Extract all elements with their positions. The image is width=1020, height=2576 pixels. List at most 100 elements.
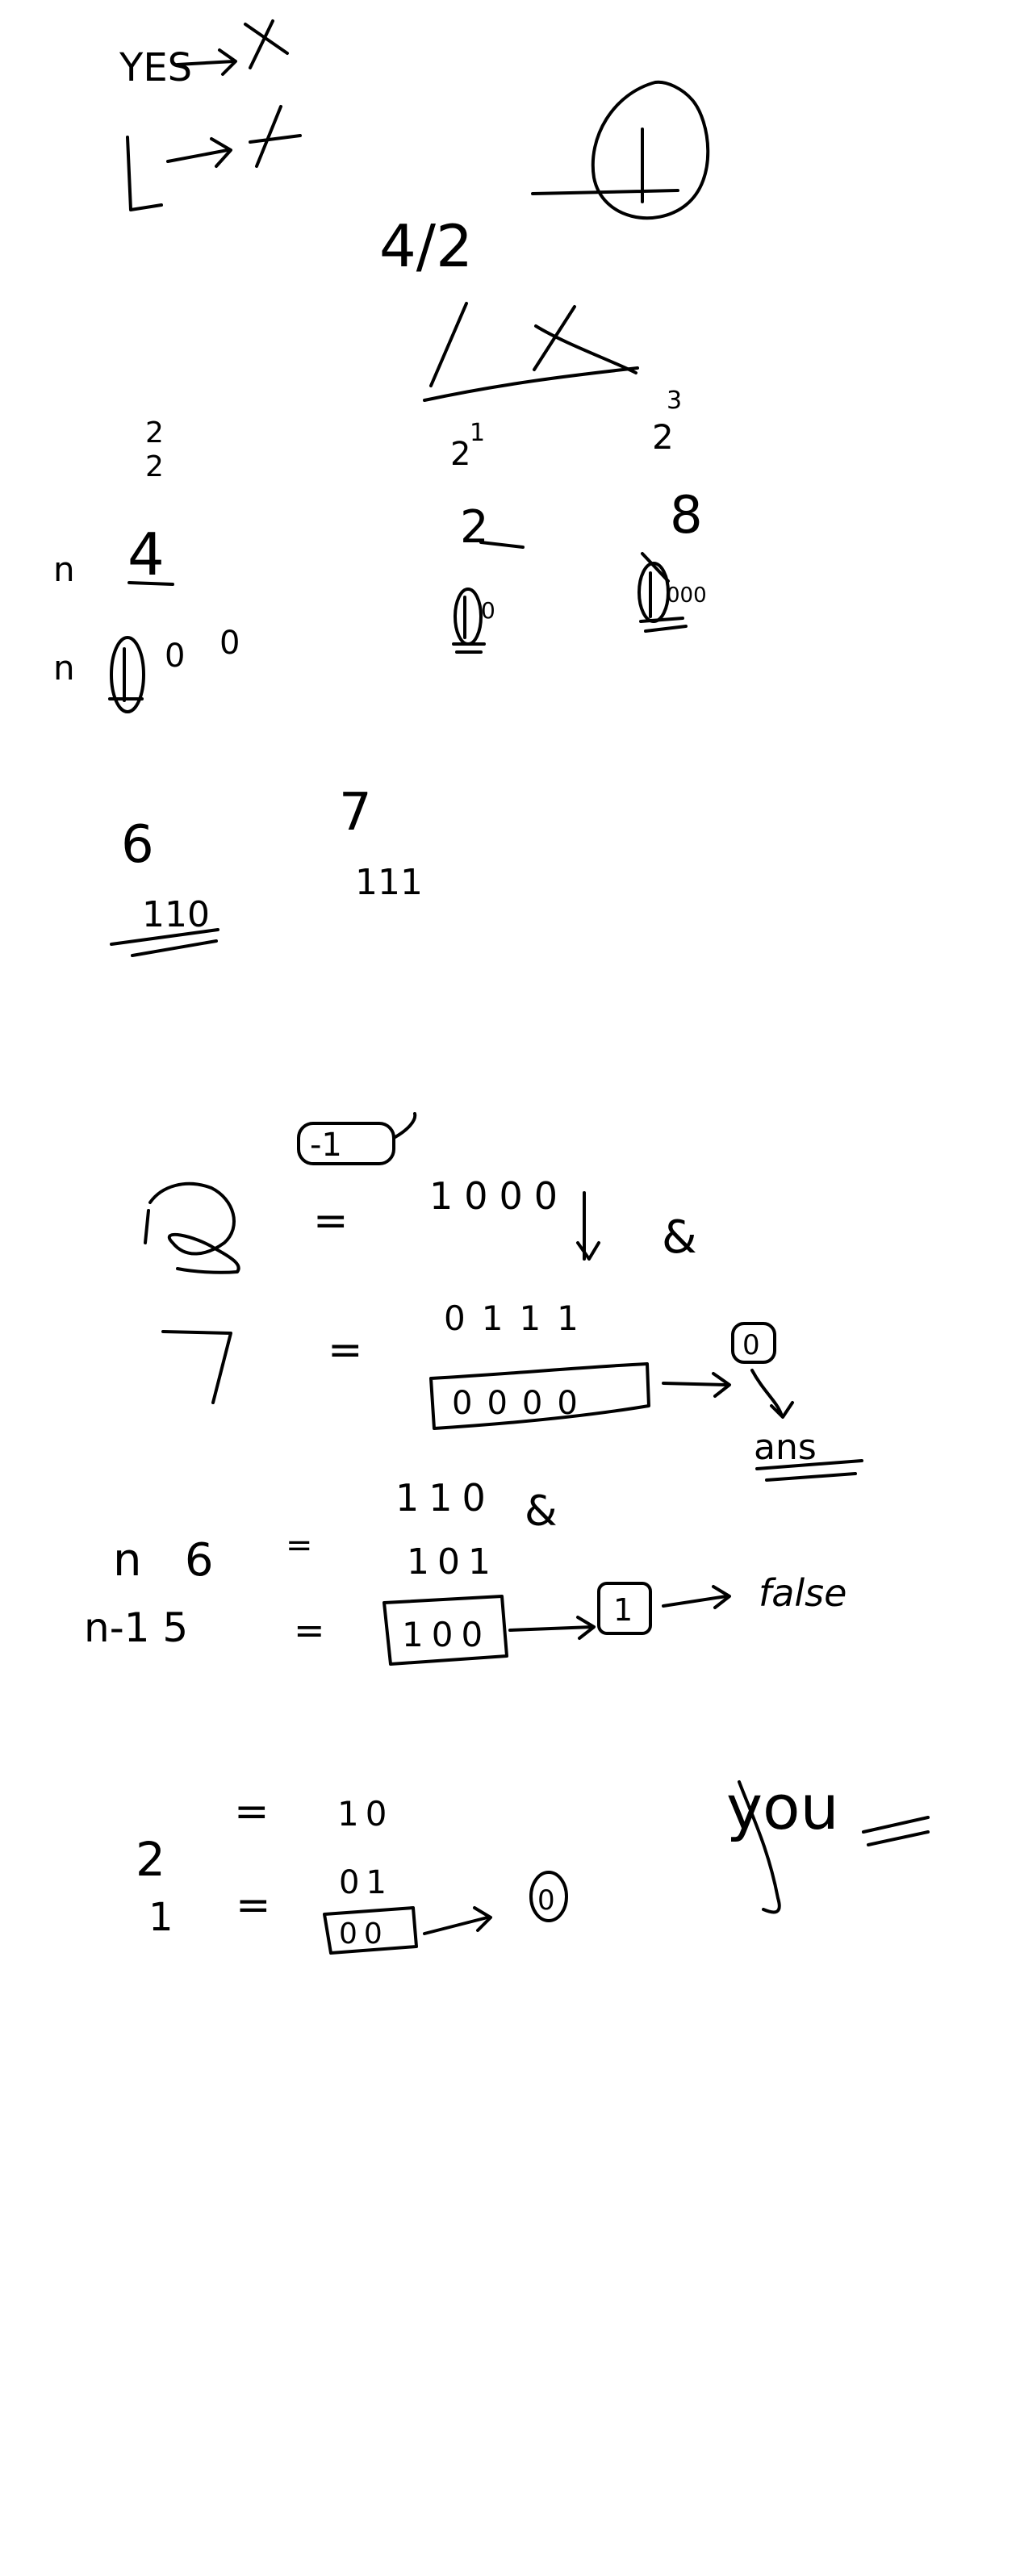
and-result-arrow-shaft [662, 1382, 728, 1386]
pow-three-label: 2 [652, 417, 674, 457]
bin8-down-arrow [576, 1191, 600, 1261]
and-result-box-group: 0000 [429, 1362, 650, 1430]
you-underline [862, 1816, 930, 1846]
zero-final-circle [529, 1871, 568, 1922]
and-result-c-box [323, 1906, 418, 1955]
n-minus-one-label: n-1 5 [84, 1604, 188, 1651]
four-label: 4 [128, 521, 165, 588]
and-result-b-arrow-head [576, 1616, 596, 1640]
ans-underline [755, 1459, 863, 1482]
tree-branch-right [533, 305, 638, 374]
bin2-circled-one [452, 588, 486, 654]
and-result-b-label: 100 [402, 1615, 491, 1654]
bin1-final-label: 01 [339, 1864, 393, 1901]
bin8-tick [641, 552, 670, 583]
circled-one-stroke [531, 128, 679, 203]
false-arrow-head [712, 1585, 731, 1609]
and-result-c-box-group: 00 [323, 1906, 418, 1955]
two-label: 2 [460, 501, 489, 554]
power-tree-sketch [423, 302, 639, 402]
bin6-label: 110 [142, 894, 210, 935]
two-final-label: 2 [136, 1832, 165, 1887]
n-label-a: n [53, 550, 75, 589]
and-result-b-box-group: 100 [382, 1595, 508, 1666]
bin8-bits: 000 [667, 583, 707, 608]
false-label: false [759, 1571, 847, 1615]
minus-one-box-group: -1 [297, 1112, 417, 1165]
zero-to-ans-arrow [750, 1369, 794, 1419]
half-a-label: 2 [145, 416, 164, 450]
yes-arrow-shaft [176, 60, 236, 66]
circled-one-group [531, 80, 710, 220]
bin8-underline [639, 617, 688, 633]
pow-one-exponent: 1 [470, 419, 485, 447]
bin2-circle [454, 588, 483, 646]
yes-label: YES [119, 45, 192, 90]
and-result-c-arrow-shaft [423, 1916, 489, 1935]
one-final-label: 1 [148, 1895, 173, 1940]
six-label: 6 [121, 815, 154, 875]
and-result-b-arrow-shaft [508, 1625, 594, 1632]
bin6-full: 110 [395, 1476, 495, 1520]
n-label-b: n [53, 648, 75, 688]
two-final-equals: = [234, 1788, 270, 1836]
you-label: you [726, 1771, 839, 1843]
pow-three-exponent: 3 [667, 387, 682, 415]
yes-cross-mark [244, 19, 289, 69]
scribbled-eight [148, 1181, 240, 1274]
you-y-tail [738, 1780, 781, 1914]
zero-circled-label: 0 [742, 1329, 760, 1361]
minus-one-tail [392, 1112, 417, 1140]
l-shape [126, 136, 163, 211]
power-label: 4/2 [379, 212, 473, 280]
five-equals: = [294, 1608, 325, 1652]
l-cross-mark [249, 105, 302, 168]
result-one-box [597, 1582, 652, 1635]
l-arrow-group [126, 105, 302, 211]
bin4-bit-two: 0 [219, 625, 240, 662]
two-underline [479, 541, 525, 549]
tree-base-line [423, 366, 639, 402]
zero-final-label: 0 [537, 1884, 555, 1917]
l-arrow-shaft [166, 148, 229, 163]
eight-label: 8 [670, 486, 703, 546]
minus-one-box [297, 1122, 395, 1165]
eight-equals: = [313, 1197, 349, 1245]
bin2-final-label: 10 [337, 1794, 393, 1834]
yes-arrow-head [218, 48, 237, 76]
bin4-bit-one: 0 [165, 638, 185, 675]
half-b-label: 2 [145, 450, 164, 483]
bin4-circle [110, 636, 145, 713]
tree-branch-left [429, 302, 468, 387]
bin8-circled-one [638, 552, 688, 633]
bin8-full: 1000 [429, 1174, 569, 1218]
bin2-bit: 0 [481, 597, 495, 624]
six-equals: = [286, 1527, 313, 1564]
pow-one-label: 2 [450, 436, 470, 473]
bin2-underline [452, 642, 486, 654]
and-result-box [429, 1362, 650, 1430]
and-label-a: & [662, 1211, 697, 1264]
and-label-b: & [525, 1487, 558, 1536]
zero-circled-box [731, 1322, 776, 1364]
seven-label: 7 [339, 783, 372, 843]
bin4-circled-one [108, 636, 145, 713]
and-result-c-label: 00 [339, 1917, 389, 1951]
result-one-label: 1 [613, 1592, 633, 1628]
circled-one-outline [591, 80, 710, 220]
seven-stroke [161, 1330, 232, 1404]
scribbled-eight-tick [144, 1209, 150, 1244]
one-final-equals: = [236, 1881, 271, 1930]
and-result-c-arrow-head [473, 1906, 492, 1932]
bin7-full: 0111 [444, 1298, 595, 1338]
and-result-label: 0000 [452, 1385, 592, 1422]
ans-label: ans [754, 1427, 817, 1468]
minus-one-label: -1 [310, 1127, 342, 1164]
bin6-underline [110, 928, 219, 957]
seven-equals: = [328, 1326, 363, 1374]
n-six-label: n 6 [113, 1534, 214, 1587]
four-underline [128, 581, 174, 586]
bin5-label: 101 [407, 1541, 499, 1583]
and-result-arrow-head [712, 1372, 731, 1398]
